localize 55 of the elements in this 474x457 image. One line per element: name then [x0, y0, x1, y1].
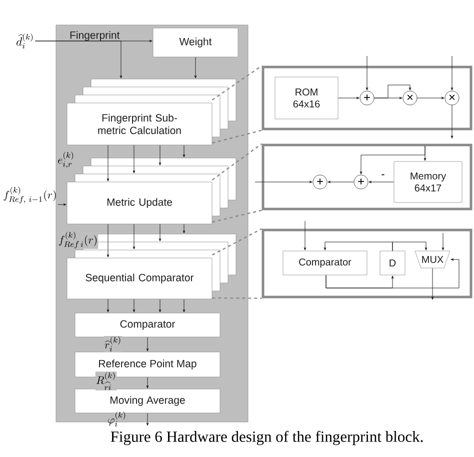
arrow [146, 376, 149, 388]
arrow [328, 180, 354, 184]
arrow [106, 224, 110, 258]
arrow [326, 274, 394, 288]
caption: Figure 6 Hardware design of the fingerprint block. [110, 430, 423, 446]
arrow [182, 298, 186, 312]
zoom-line [212, 210, 262, 223]
arrow [34, 40, 122, 78]
edge-label: $\varphi_i^{(k)}$ [108, 412, 126, 427]
zoom-line [212, 228, 262, 256]
zoom-line [212, 143, 262, 180]
zoom-line [212, 297, 262, 299]
edge-label: - [380, 174, 386, 178]
edge-label: $f_{Ref\,i}^{(k)}(r)$ [58, 231, 98, 249]
signal-label: $\widehat{d}_i^{(k)}$ [16, 34, 33, 49]
arrow [368, 180, 394, 184]
arrow [58, 203, 66, 206]
edge-label: $R_{\widehat{ri}}^{(k)}$ [95, 372, 117, 390]
arrow [338, 96, 360, 100]
signal-label: $f_{Ref,\ i-1}^{(k)}(r)$ [4, 186, 56, 204]
arrow [182, 144, 186, 158]
arrow [450, 56, 454, 90]
arrow [450, 104, 454, 139]
zoom-line [212, 65, 262, 100]
memory-box: Memory 64x17 [394, 161, 462, 203]
arrow [158, 144, 162, 166]
register-box: D [380, 250, 406, 276]
stacked-box: Fingerprint Sub-metric Calculation [66, 78, 236, 146]
arrow [132, 298, 136, 312]
arrow [158, 224, 162, 242]
arrow [132, 144, 136, 174]
arrow [366, 56, 368, 90]
arrow [106, 144, 110, 182]
arrow [304, 220, 306, 250]
arrow [146, 336, 149, 352]
arrow [324, 242, 393, 252]
arrow [360, 146, 426, 174]
arrow [182, 224, 186, 234]
arrow [392, 242, 428, 252]
arrow [442, 232, 444, 250]
arrow [146, 412, 149, 426]
process-box: Comparator [282, 250, 368, 276]
arrow [194, 56, 197, 78]
arrow [132, 224, 136, 250]
arrow [374, 84, 412, 98]
arrow [254, 180, 312, 184]
rom-box: ROM 64x16 [274, 76, 338, 120]
arrow [431, 268, 434, 300]
process-box: Weight [152, 28, 238, 58]
process-box: Comparator [74, 312, 220, 338]
arrow [106, 298, 110, 312]
arrow [416, 96, 444, 100]
zoom-line [212, 130, 262, 144]
edge-label: $\widehat{r}_i^{(k)}$ [104, 336, 122, 352]
arrow [158, 298, 162, 312]
